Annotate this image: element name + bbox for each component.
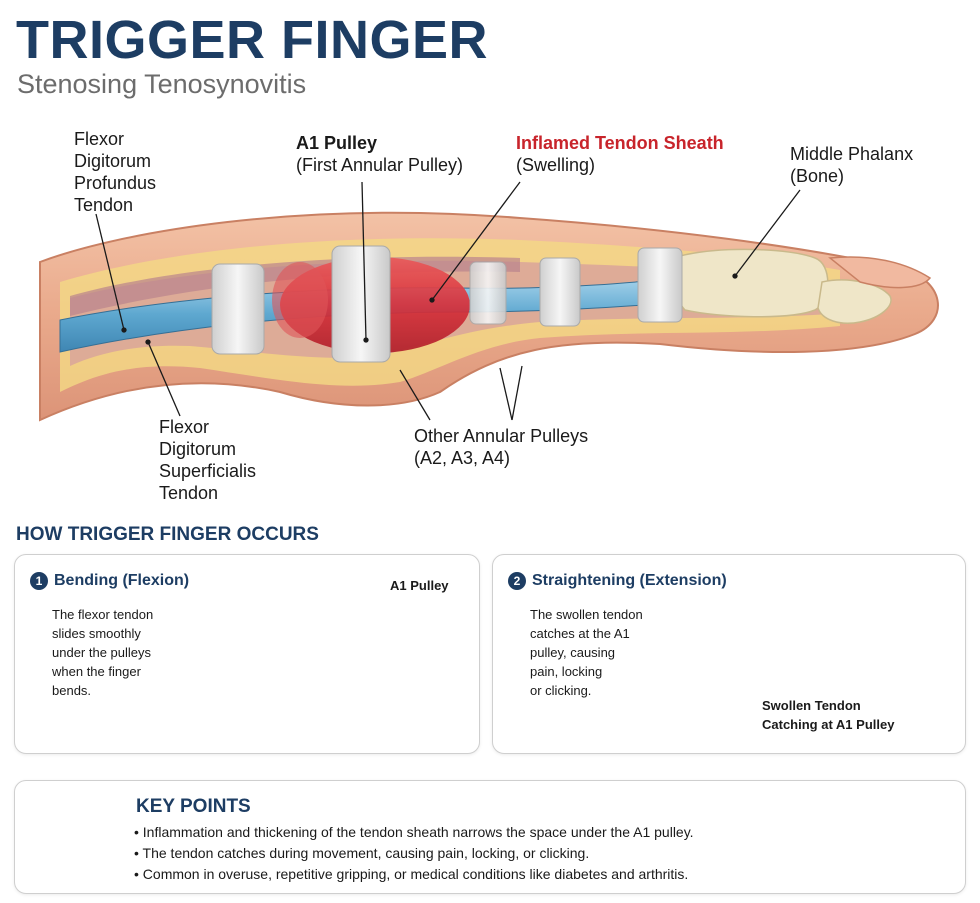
step1-number: 1 xyxy=(30,572,48,590)
a1-pulley xyxy=(331,245,391,363)
step1-title: Bending (Flexion) xyxy=(54,572,190,589)
leader-other-3 xyxy=(511,365,523,421)
step2-number: 2 xyxy=(508,572,526,590)
key-point-item: Inflammation and thickening of the tendo… xyxy=(134,822,694,843)
pulley-proximal xyxy=(211,263,265,355)
key-points-title: KEY POINTS xyxy=(136,796,251,817)
section-heading: HOW TRIGGER FINGER OCCURS xyxy=(16,524,319,545)
pulley-a2 xyxy=(469,261,507,325)
leader-sheath xyxy=(431,181,521,301)
leader-other-2 xyxy=(499,367,513,421)
page-subtitle: Stenosing Tenosynovitis xyxy=(17,69,307,99)
leader-fdp xyxy=(95,213,125,331)
step1-header: 1 Bending (Flexion) xyxy=(30,572,189,590)
step2-title: Straightening (Extension) xyxy=(532,572,727,589)
leader-fds xyxy=(147,341,181,417)
panel-extension xyxy=(492,554,966,754)
leader-other-1 xyxy=(399,369,431,421)
leader-a1 xyxy=(361,181,367,341)
key-points-list: Inflammation and thickening of the tendo… xyxy=(134,822,694,885)
label-fds: Flexor Digitorum Superficialis Tendon xyxy=(159,417,257,503)
step1-text: The flexor tendon slides smoothly under … xyxy=(52,607,154,698)
label-other-pulleys: Other Annular Pulleys (A2, A3, A4) xyxy=(414,426,589,468)
label-a1-pulley: A1 Pulley (First Annular Pulley) xyxy=(296,133,464,175)
step2-text: The swollen tendon catches at the A1 pul… xyxy=(530,607,643,698)
pulley-a4 xyxy=(637,247,683,323)
step2-callout: Swollen Tendon Catching at A1 Pulley xyxy=(762,698,895,732)
key-point-item: The tendon catches during movement, caus… xyxy=(134,843,694,864)
step2-header: 2 Straightening (Extension) xyxy=(508,572,727,590)
page-title: TRIGGER FINGER xyxy=(16,10,489,70)
label-inflamed-sheath: Inflamed Tendon Sheath (Swelling) xyxy=(516,133,724,175)
label-middle-phalanx: Middle Phalanx (Bone) xyxy=(790,144,914,186)
pulley-a3 xyxy=(539,257,581,327)
fingernail xyxy=(828,256,932,289)
step1-callout: A1 Pulley xyxy=(390,578,449,593)
panel-flexion xyxy=(14,554,480,754)
key-point-item: Common in overuse, repetitive gripping, … xyxy=(134,864,694,885)
middle-phalanx-bone xyxy=(673,248,829,318)
leader-phalanx xyxy=(734,189,801,277)
label-fdp: Flexor Digitorum Profundus Tendon xyxy=(74,129,157,215)
